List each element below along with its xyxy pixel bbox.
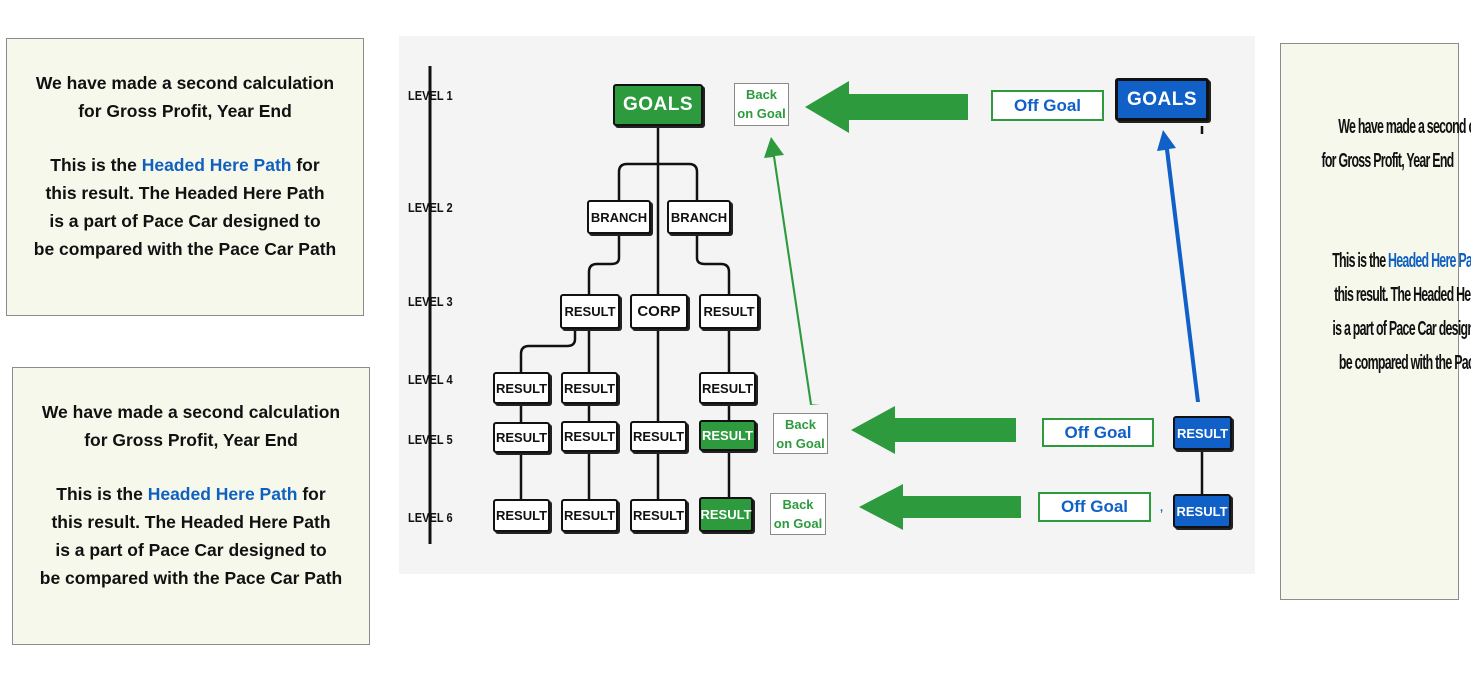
result-box: RESULT <box>560 294 620 329</box>
note-line: This is the Headed Here Path for <box>1281 244 1471 278</box>
headed-here-path-highlight: Headed Here Path <box>141 155 292 175</box>
result-box-blue: RESULT <box>1173 494 1231 528</box>
headed-here-path-highlight: Headed Here Path <box>147 484 298 504</box>
note-line: is a part of Pace Car designed to <box>49 211 321 231</box>
branch-box: BRANCH <box>667 200 731 234</box>
corp-box: CORP <box>630 294 688 329</box>
arrow-left-level1 <box>805 81 968 133</box>
note-line: be compared with the Pace Car Path <box>39 568 343 588</box>
note-line: is a part of Pace Car designed to <box>55 540 327 560</box>
note-line: is a part of Pace Car designed to <box>1332 318 1471 340</box>
note-line: for Gross Profit, Year End <box>1321 150 1454 172</box>
note-right: We have made a second calculation for Gr… <box>1280 43 1471 600</box>
note-line: We have made a second calculation <box>41 402 341 422</box>
tick-mark: , <box>1160 502 1164 514</box>
green-arrows <box>764 81 1021 530</box>
note-left-top: We have made a second calculation for Gr… <box>6 38 364 316</box>
result-box: RESULT <box>493 499 550 532</box>
note-line: We have made a second calculation <box>35 73 335 93</box>
tree-connectors <box>519 126 1204 499</box>
result-box: RESULT <box>493 422 550 453</box>
note-line: this result. The Headed Here Path <box>45 183 325 203</box>
note-line: for Gross Profit, Year End <box>78 101 292 121</box>
result-box: RESULT <box>493 372 550 404</box>
arrow-left-level6 <box>859 484 1021 530</box>
note-line: for Gross Profit, Year End <box>84 430 298 450</box>
result-box-blue: RESULT <box>1173 416 1232 450</box>
note-left-bottom: We have made a second calculation for Gr… <box>12 367 370 645</box>
goal-path-diagram: LEVEL 1 LEVEL 2 LEVEL 3 LEVEL 4 LEVEL 5 … <box>399 36 1255 574</box>
level-label: LEVEL 2 <box>408 200 453 215</box>
headed-here-path-highlight: Headed Here Path <box>1388 250 1471 272</box>
note-line: this result. The Headed Here Path <box>51 512 331 532</box>
note-line: This is the Headed Here Path for <box>56 484 326 504</box>
level-label: LEVEL 5 <box>408 432 453 447</box>
level-label: LEVEL 1 <box>408 88 453 103</box>
note-line: We have made a second calculation <box>1338 116 1471 138</box>
result-box-green: RESULT <box>699 497 753 532</box>
result-box: RESULT <box>699 294 759 329</box>
note-line: be compared with the Pace Car Path <box>1338 352 1471 374</box>
level-label: LEVEL 3 <box>408 294 453 309</box>
result-box: RESULT <box>561 372 618 404</box>
arrow-diagonal-blue <box>1157 130 1206 402</box>
goals-box-green: GOALS <box>613 84 703 126</box>
result-box: RESULT <box>561 499 618 532</box>
note-line: this result. The Headed Here Path <box>1334 284 1471 306</box>
arrow-left-level5 <box>851 406 1016 454</box>
note-line: be compared with the Pace Car Path <box>33 239 337 259</box>
off-goal-label: Off Goal <box>1042 418 1154 447</box>
off-goal-label: Off Goal <box>991 90 1104 121</box>
level-label: LEVEL 4 <box>408 372 453 387</box>
result-box: RESULT <box>630 499 687 532</box>
level-label: LEVEL 6 <box>408 510 453 525</box>
result-box: RESULT <box>630 421 687 452</box>
arrow-diagonal-green <box>764 137 820 405</box>
goals-box-blue: GOALS <box>1115 78 1209 121</box>
note-line: This is the Headed Here Path for <box>50 155 320 175</box>
result-box-green: RESULT <box>699 420 756 451</box>
branch-box: BRANCH <box>587 200 651 234</box>
result-box: RESULT <box>561 421 618 452</box>
result-box: RESULT <box>699 372 756 404</box>
diagram-connectors <box>428 66 1206 544</box>
off-goal-label: Off Goal <box>1038 492 1151 522</box>
